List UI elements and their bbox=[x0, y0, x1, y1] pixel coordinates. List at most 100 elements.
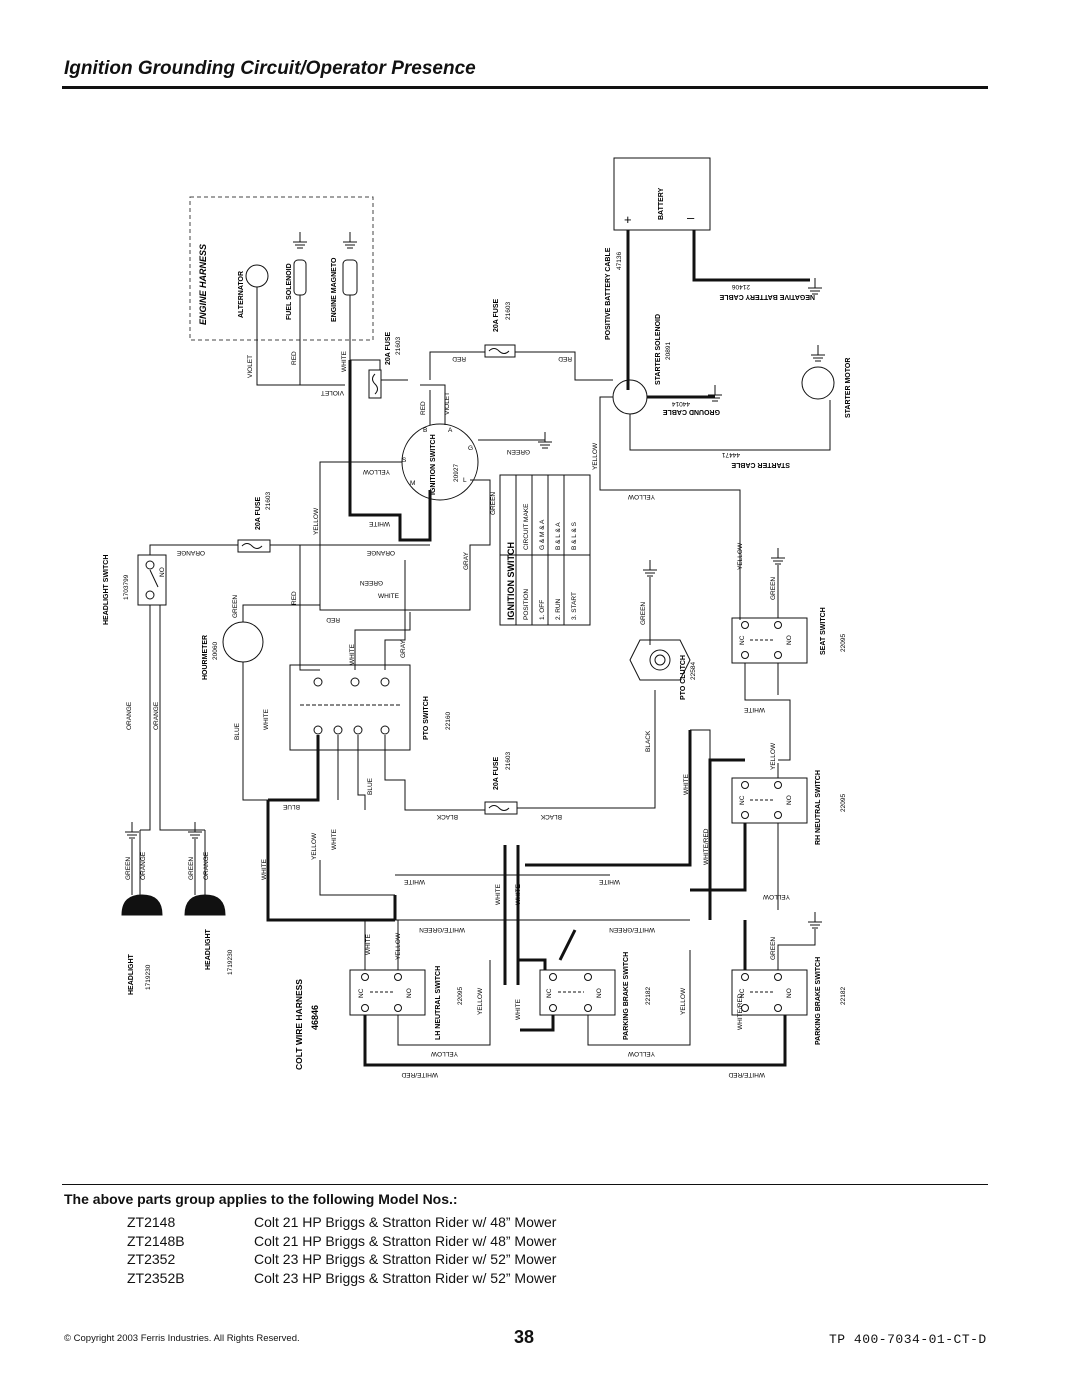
battery-plus: + bbox=[624, 212, 632, 227]
headlight-label-1: HEADLIGHT bbox=[128, 953, 135, 995]
wire-yellow-1: YELLOW bbox=[362, 468, 390, 475]
wire-orange-1: ORANGE bbox=[176, 549, 205, 556]
fuse-num-2: 21603 bbox=[505, 302, 512, 320]
wire-white-12: WHITE bbox=[495, 883, 502, 905]
ign-row2-pos: 2. RUN bbox=[555, 598, 562, 620]
battery-icon bbox=[613, 157, 711, 231]
parking-brake-1-label: PARKING BRAKE SWITCH bbox=[623, 952, 630, 1040]
pto-clutch-icon bbox=[629, 639, 691, 681]
wire-yellow-11: YELLOW bbox=[430, 1050, 458, 1057]
ign-table-title: IGNITION SWITCH bbox=[506, 542, 516, 620]
model-row: ZT2352 Colt 23 HP Briggs & Stratton Ride… bbox=[127, 1250, 556, 1269]
fuse-label-2: 20A FUSE bbox=[493, 298, 500, 332]
fuel-solenoid-label: FUEL SOLENOID bbox=[286, 263, 293, 320]
lh-neutral-nc: NC bbox=[358, 988, 365, 998]
wire-white-3: WHITE bbox=[378, 593, 400, 600]
model-desc: Colt 23 HP Briggs & Stratton Rider w/ 52… bbox=[254, 1269, 557, 1286]
wire-red-4: RED bbox=[420, 401, 427, 415]
wire-white-2: WHITE bbox=[368, 520, 390, 527]
colt-harness-num: 46846 bbox=[310, 1005, 320, 1030]
term-s: S bbox=[402, 457, 407, 464]
parking-brake-1-nc: NC bbox=[546, 988, 553, 998]
wire-violet-2: VIOLET bbox=[321, 389, 344, 396]
model-desc: Colt 21 HP Briggs & Stratton Rider w/ 48… bbox=[254, 1232, 557, 1249]
wire-orange-2: ORANGE bbox=[366, 549, 395, 556]
model-row: ZT2148 Colt 21 HP Briggs & Stratton Ride… bbox=[127, 1213, 556, 1232]
fuse-icon-2 bbox=[484, 344, 516, 358]
wire-white-10: WHITE bbox=[403, 878, 425, 885]
battery-minus: – bbox=[687, 210, 695, 225]
fuse-label-1: 20A FUSE bbox=[385, 331, 392, 365]
seat-switch-label: SEAT SWITCH bbox=[820, 607, 827, 655]
lh-neutral-no: NO bbox=[406, 988, 413, 998]
wire-violet-1: VIOLET bbox=[247, 355, 254, 378]
wire-yellow-9: YELLOW bbox=[395, 932, 402, 960]
starter-solenoid-label: STARTER SOLENOID bbox=[655, 314, 662, 385]
page-title: Ignition Grounding Circuit/Operator Pres… bbox=[64, 58, 476, 79]
wire-black-1: BLACK bbox=[436, 813, 458, 820]
wire-green-3: GREEN bbox=[360, 579, 383, 586]
ignition-table bbox=[499, 474, 591, 626]
model-list: ZT2148 Colt 21 HP Briggs & Stratton Ride… bbox=[127, 1213, 556, 1287]
term-m: M bbox=[410, 480, 415, 487]
fuse-num-4: 21603 bbox=[505, 752, 512, 770]
headlight-num-2: 1719230 bbox=[227, 949, 234, 975]
lh-neutral-label: LH NEUTRAL SWITCH bbox=[435, 966, 442, 1040]
pos-cable-num: 47136 bbox=[616, 252, 623, 270]
pto-clutch-label: PTO CLUTCH bbox=[680, 655, 687, 700]
ign-row1-make: G & M & A bbox=[539, 519, 546, 550]
wire-red-6: RED bbox=[326, 616, 340, 623]
headlight-num-1: 1719230 bbox=[145, 964, 152, 990]
lh-neutral-num: 22095 bbox=[457, 987, 464, 1005]
wire-green-9: GREEN bbox=[770, 937, 777, 960]
term-a: A bbox=[448, 427, 453, 434]
wire-violet-3: VIOLET bbox=[444, 392, 451, 415]
pto-switch-num: 22160 bbox=[445, 712, 452, 730]
parking-brake-2-nc: NC bbox=[739, 988, 746, 998]
parking-brake-1-no: NO bbox=[596, 988, 603, 998]
ground-cable-num: 44014 bbox=[672, 400, 690, 407]
ign-row3-pos: 3. START bbox=[571, 592, 578, 620]
section-rule bbox=[62, 1184, 988, 1185]
model-row: ZT2148B Colt 21 HP Briggs & Stratton Rid… bbox=[127, 1232, 556, 1251]
hourmeter-label: HOURMETER bbox=[202, 635, 209, 680]
wire-orange-4: ORANGE bbox=[153, 701, 160, 730]
fuse-label-4: 20A FUSE bbox=[493, 756, 500, 790]
wire-white-red-4: WHITE/RED bbox=[737, 993, 744, 1030]
wire-green-1: GREEN bbox=[507, 448, 530, 455]
rh-neutral-label: RH NEUTRAL SWITCH bbox=[815, 770, 822, 845]
term-b: B bbox=[423, 427, 427, 434]
headlight-switch-label: HEADLIGHT SWITCH bbox=[103, 555, 110, 625]
page-number: 38 bbox=[514, 1327, 535, 1347]
wire-yellow-10: YELLOW bbox=[477, 987, 484, 1015]
wire-blue-3: BLUE bbox=[367, 777, 374, 795]
fuse-label-3: 20A FUSE bbox=[255, 496, 262, 530]
wire-white-1: WHITE bbox=[341, 350, 348, 372]
parking-brake-2-num: 22182 bbox=[840, 987, 847, 1005]
wire-yellow-2: YELLOW bbox=[313, 507, 320, 535]
wire-orange-6: ORANGE bbox=[203, 851, 210, 880]
starter-cable-num: 44471 bbox=[722, 451, 740, 458]
model-code: ZT2352B bbox=[127, 1269, 185, 1286]
fuse-num-3: 21603 bbox=[265, 492, 272, 510]
wire-orange-3: ORANGE bbox=[126, 701, 133, 730]
wiring-diagram: ENGINE HARNESS ALTERNATOR FUEL SOLENOID … bbox=[103, 157, 852, 1078]
fuse-icon-3 bbox=[237, 539, 271, 553]
fuse-icon-4 bbox=[484, 801, 518, 815]
engine-harness-label: ENGINE HARNESS bbox=[198, 244, 208, 325]
wire-white-green-1: WHITE/GREEN bbox=[419, 926, 465, 933]
wire-yellow-7: YELLOW bbox=[770, 742, 777, 770]
document-id: TP 400-7034-01-CT-D bbox=[829, 1332, 987, 1347]
wire-white-15: WHITE bbox=[515, 998, 522, 1020]
wire-gray-2: GRAY bbox=[400, 639, 407, 658]
headlight-switch-num: 1703799 bbox=[123, 574, 130, 600]
starter-solenoid-num: 20891 bbox=[665, 342, 672, 360]
wire-black-2: BLACK bbox=[540, 813, 562, 820]
neg-cable-label: NEGATIVE BATTERY CABLE bbox=[719, 293, 815, 300]
neg-cable-num: 21406 bbox=[732, 283, 750, 290]
applies-heading: The above parts group applies to the fol… bbox=[64, 1191, 458, 1207]
wire-white-6: WHITE bbox=[331, 828, 338, 850]
pos-cable-label: POSITIVE BATTERY CABLE bbox=[605, 247, 612, 340]
wire-red-3: RED bbox=[558, 355, 572, 362]
wire-red-1: RED bbox=[291, 351, 298, 365]
